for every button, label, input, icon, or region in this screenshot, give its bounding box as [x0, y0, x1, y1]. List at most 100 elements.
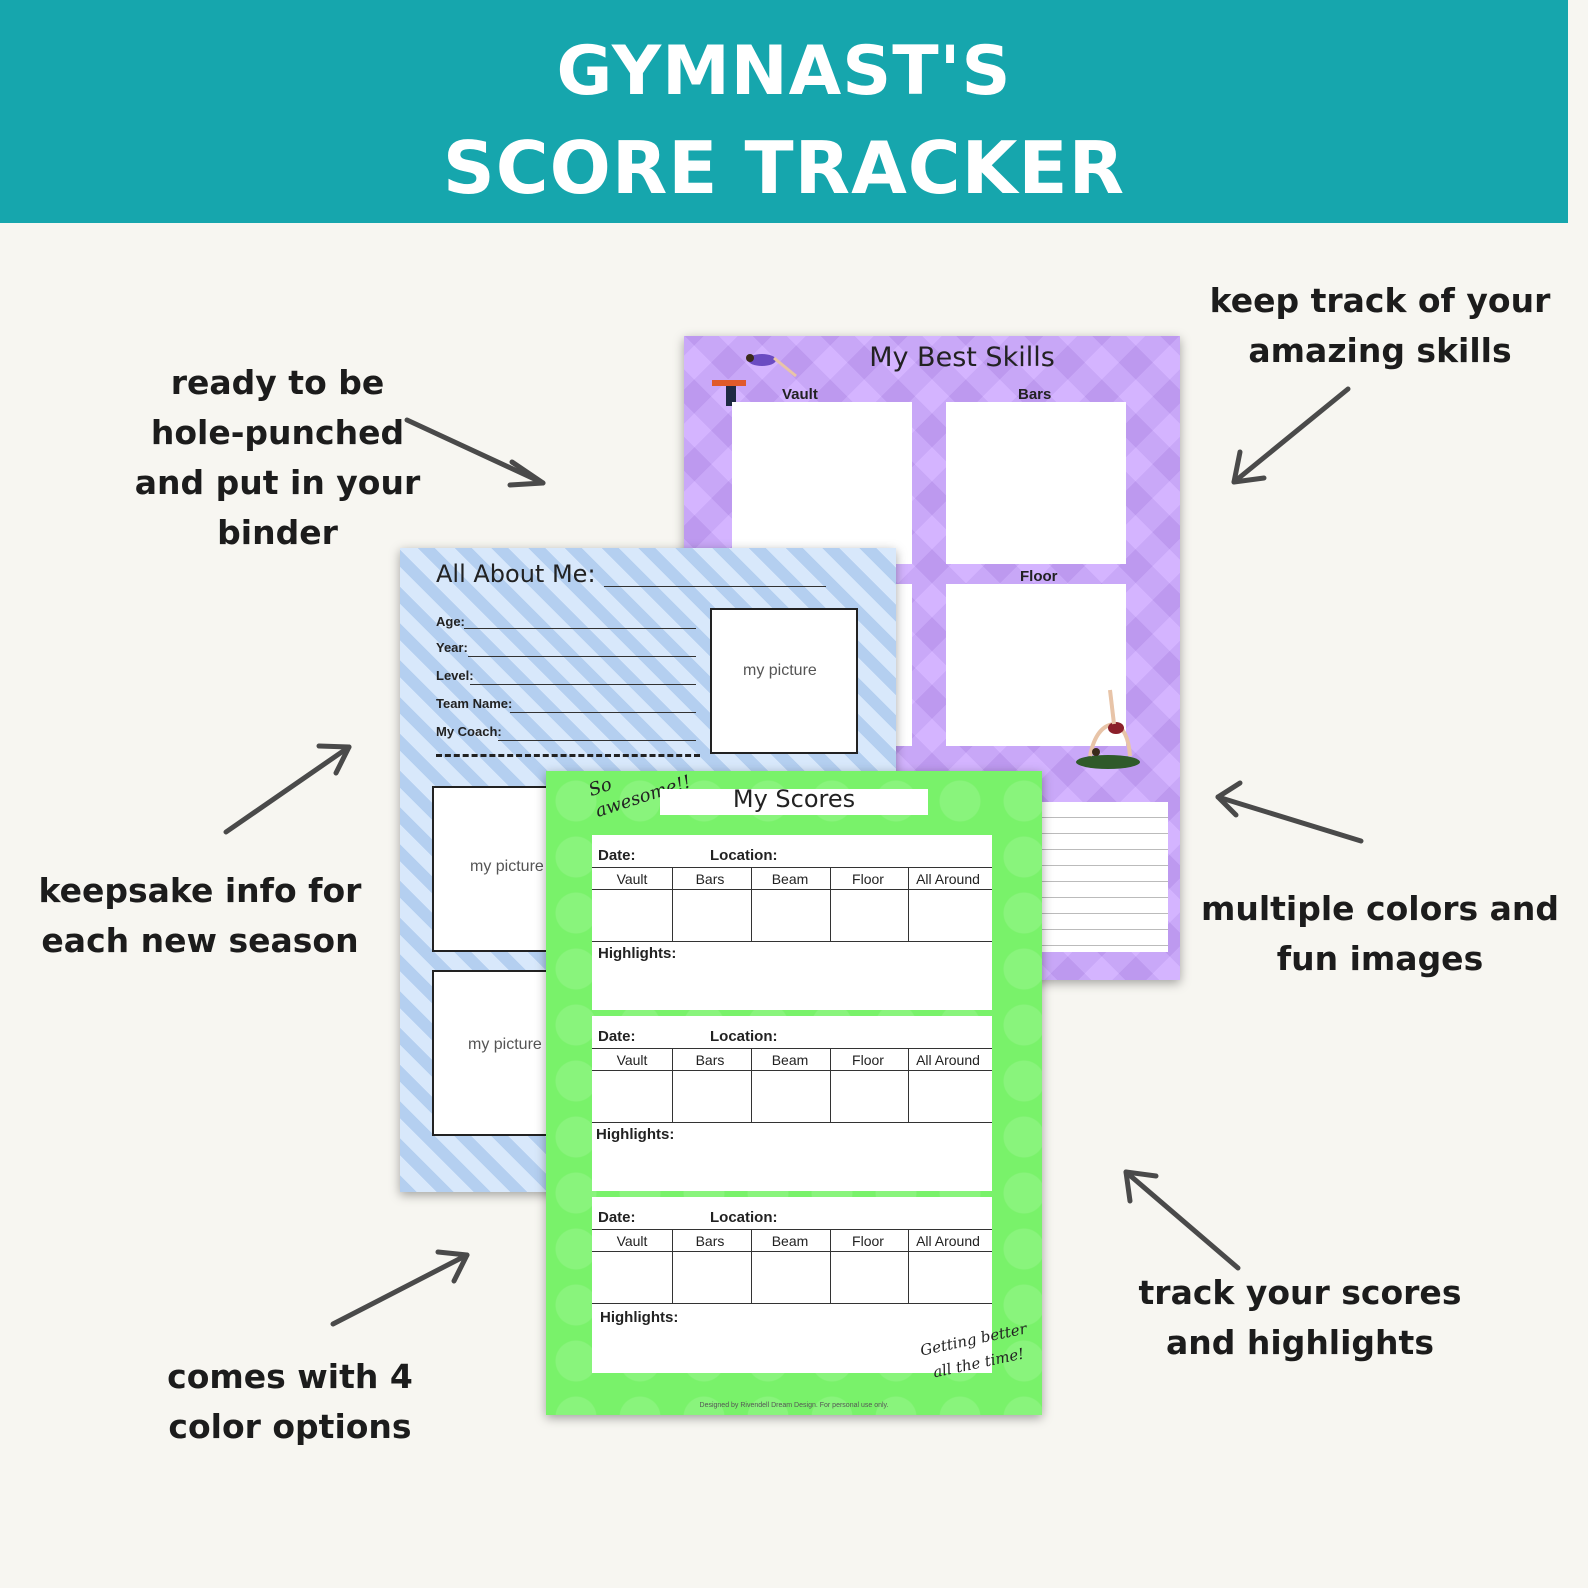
picture-box-label: my picture [743, 662, 817, 679]
page-footer: Designed by Rivendell Dream Design. For … [699, 1402, 889, 1409]
skills-page-title: My Best Skills [869, 342, 1055, 373]
scores-page-preview: So awesome!! My Scores Date: Location: V… [546, 771, 1042, 1415]
floor-gymnast-icon [1076, 689, 1140, 769]
highlights-label: Highlights: [596, 1126, 675, 1143]
table-line [592, 1122, 992, 1123]
score-block: Date: Location: Vault Bars Beam Floor Al… [592, 1016, 992, 1191]
location-label: Location: [710, 847, 778, 864]
title-background [660, 789, 928, 815]
callout-text: and highlights [1166, 1323, 1434, 1362]
callout-text: binder [217, 513, 338, 552]
callout-text: keep track of your [1209, 281, 1551, 320]
table-line [592, 867, 992, 868]
field-label-team-name: Team Name: [436, 696, 513, 711]
picture-box-label: my picture [468, 1036, 542, 1053]
table-line [592, 1048, 992, 1049]
table-line [751, 867, 752, 941]
table-line [830, 1048, 831, 1122]
skill-box-floor [946, 584, 1126, 746]
callout-text: comes with 4 [167, 1357, 413, 1396]
table-line [751, 1048, 752, 1122]
table-line [592, 889, 992, 890]
column-header-beam: Beam [771, 1233, 809, 1249]
banner-title-line-2: SCORE TRACKER [442, 126, 1126, 210]
table-line [908, 1229, 909, 1303]
table-line [592, 1070, 992, 1071]
vault-gymnast-icon [712, 354, 797, 406]
callout-text: track your scores [1138, 1273, 1462, 1312]
table-line [592, 1229, 992, 1230]
column-header-floor: Floor [852, 1052, 884, 1068]
scores-page-title: My Scores [732, 785, 856, 813]
table-line [908, 1048, 909, 1122]
field-line [510, 712, 696, 713]
picture-box [710, 608, 858, 754]
field-label-my-coach: My Coach: [436, 724, 502, 739]
callout-skills: keep track of your amazing skills [1190, 276, 1570, 376]
title-underline [604, 586, 826, 587]
callout-text: color options [168, 1407, 412, 1446]
arrow-icon [1231, 386, 1351, 485]
table-line [592, 1251, 992, 1252]
highlights-label: Highlights: [598, 945, 677, 962]
location-label: Location: [710, 1209, 778, 1226]
table-line [830, 867, 831, 941]
skill-label-floor: Floor [1020, 568, 1058, 585]
banner-title-line-1: GYMNAST'S [556, 32, 1012, 111]
column-header-vault: Vault [616, 1233, 648, 1249]
callout-text: each new season [41, 921, 359, 960]
callout-text: ready to be [170, 363, 385, 402]
callout-colors: multiple colors and fun images [1190, 884, 1570, 984]
field-label-level: Level: [436, 668, 474, 683]
title-banner: GYMNAST'S SCORE TRACKER [0, 0, 1568, 223]
dashed-divider [436, 754, 700, 757]
column-header-bars: Bars [695, 1052, 725, 1068]
callout-options: comes with 4 color options [130, 1352, 450, 1452]
column-header-all-around: All Around [916, 871, 980, 887]
callout-keepsake: keepsake info for each new season [20, 866, 380, 966]
column-header-floor: Floor [852, 1233, 884, 1249]
callout-text: amazing skills [1248, 331, 1512, 370]
arrow-icon [330, 1249, 470, 1327]
date-label: Date: [598, 1209, 636, 1226]
table-line [592, 941, 992, 942]
column-header-beam: Beam [771, 871, 809, 887]
table-line [672, 867, 673, 941]
skill-label-bars: Bars [1018, 386, 1052, 403]
table-line [672, 1229, 673, 1303]
column-header-bars: Bars [695, 871, 725, 887]
callout-text: hole-punched [150, 413, 405, 452]
table-line [592, 1303, 992, 1304]
field-line [470, 684, 696, 685]
arrow-icon [404, 417, 546, 488]
location-label: Location: [710, 1028, 778, 1045]
about-page-title: All About Me: [436, 560, 596, 588]
column-header-floor: Floor [852, 871, 884, 887]
arrow-icon [1123, 1169, 1241, 1271]
score-block: Date: Location: Vault Bars Beam Floor Al… [592, 835, 992, 1010]
field-line [464, 628, 696, 629]
callout-text: fun images [1276, 939, 1484, 978]
callout-hole-punched: ready to be hole-punched and put in your… [110, 358, 445, 558]
column-header-vault: Vault [616, 1052, 648, 1068]
date-label: Date: [598, 847, 636, 864]
skill-box-bars [946, 402, 1126, 564]
arrow-icon [223, 743, 352, 835]
skill-box-vault [732, 402, 912, 564]
column-header-beam: Beam [771, 1052, 809, 1068]
field-label-age: Age: [436, 614, 465, 629]
table-line [751, 1229, 752, 1303]
table-line [908, 867, 909, 941]
column-header-bars: Bars [695, 1233, 725, 1249]
date-label: Date: [598, 1028, 636, 1045]
table-line [672, 1048, 673, 1122]
column-header-vault: Vault [616, 871, 648, 887]
highlights-label: Highlights: [600, 1309, 679, 1326]
field-label-year: Year: [436, 640, 468, 655]
callout-scores: track your scores and highlights [1120, 1268, 1480, 1368]
callout-text: multiple colors and [1200, 889, 1560, 928]
picture-box-label: my picture [470, 858, 544, 875]
skill-label-vault: Vault [782, 386, 818, 403]
column-header-all-around: All Around [916, 1233, 980, 1249]
